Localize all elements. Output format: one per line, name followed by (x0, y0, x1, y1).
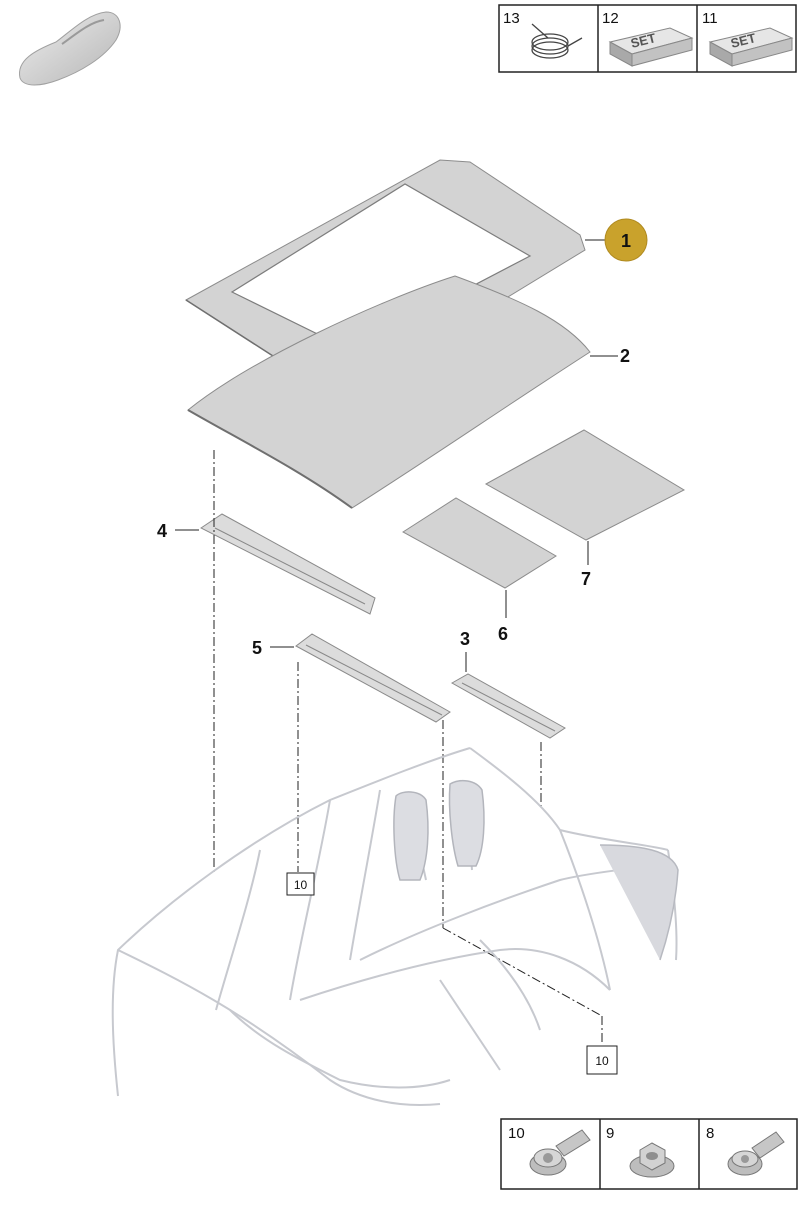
alignment-lines (213, 450, 603, 1044)
cell-number: 12 (602, 10, 619, 27)
callout-4[interactable]: 4 (157, 521, 167, 541)
callout-5[interactable]: 5 (252, 638, 262, 658)
highlight-callout-1[interactable]: 1 (604, 218, 648, 262)
callout-ref-10: 10 (595, 1054, 609, 1068)
set-block-icon: SET (708, 27, 794, 67)
wire-coil-icon (531, 23, 583, 59)
reference-box-10-right[interactable]: 10 (586, 1045, 618, 1075)
rear-roof-bow-part[interactable] (450, 673, 566, 739)
torx-bolt-icon (727, 1131, 785, 1176)
table-cell-13[interactable]: 13 (503, 10, 583, 59)
insulation-pad-7[interactable] (484, 429, 686, 541)
top-parts-table: 13 12 SET 11 SET (498, 4, 797, 73)
cell-number: 11 (702, 10, 718, 27)
callout-2[interactable]: 2 (620, 346, 630, 366)
cell-number: 13 (503, 10, 520, 27)
hex-flange-nut-icon (629, 1142, 675, 1178)
roof-panel-part[interactable] (187, 275, 591, 509)
callout-ref-10: 10 (294, 878, 308, 892)
set-label: SET (629, 30, 657, 51)
table-cell-12[interactable]: 12 SET (602, 10, 694, 67)
center-roof-bow-part[interactable] (295, 633, 451, 723)
cell-number: 10 (508, 1125, 525, 1142)
car-silhouette-icon (19, 11, 121, 86)
cell-number: 8 (706, 1125, 714, 1142)
set-block-icon: SET (608, 27, 694, 67)
callout-3[interactable]: 3 (460, 629, 470, 649)
bottom-parts-table: 10 9 8 (500, 1118, 798, 1190)
table-cell-10[interactable]: 10 (508, 1125, 591, 1176)
reference-box-10-left[interactable]: 10 (286, 872, 315, 896)
callout-6[interactable]: 6 (498, 624, 508, 644)
table-cell-8[interactable]: 8 (706, 1125, 785, 1176)
front-roof-bow-part[interactable] (200, 513, 376, 615)
cell-number: 9 (606, 1125, 614, 1142)
table-cell-11[interactable]: 11 SET (702, 10, 794, 67)
torx-flange-bolt-icon (529, 1129, 591, 1176)
table-cell-9[interactable]: 9 (606, 1125, 675, 1178)
callout-7[interactable]: 7 (581, 569, 591, 589)
set-label: SET (729, 30, 757, 51)
callout-1: 1 (621, 231, 631, 251)
insulation-pad-6[interactable] (402, 497, 557, 589)
body-in-white-frame (111, 747, 679, 1106)
